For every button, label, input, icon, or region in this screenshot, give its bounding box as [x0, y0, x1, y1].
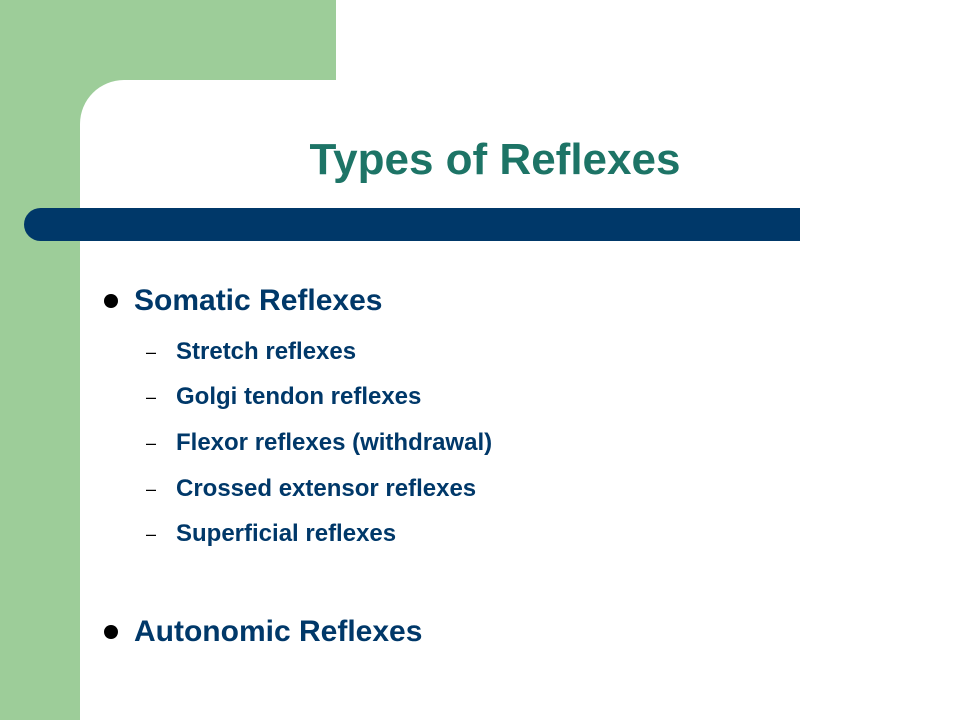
bullet-dot-icon [104, 625, 118, 639]
dash-marker: – [146, 524, 157, 544]
slide-title: Types of Reflexes [309, 135, 681, 184]
content-panel [80, 80, 960, 720]
dash-marker: – [146, 433, 157, 453]
sub-item-label: Golgi tendon reflexes [176, 383, 422, 410]
dash-marker: – [146, 387, 157, 407]
sub-item-label: Flexor reflexes (withdrawal) [176, 429, 493, 456]
title-underline-bar [24, 208, 800, 241]
sub-item-label: Superficial reflexes [176, 520, 397, 547]
sub-item-label: Crossed extensor reflexes [176, 475, 477, 502]
bullet-label: Somatic Reflexes [134, 284, 383, 317]
bullet-label: Autonomic Reflexes [134, 615, 423, 648]
dash-marker: – [146, 342, 157, 362]
bullet-dot-icon [104, 294, 118, 308]
dash-marker: – [146, 479, 157, 499]
sub-item-label: Stretch reflexes [176, 338, 357, 365]
